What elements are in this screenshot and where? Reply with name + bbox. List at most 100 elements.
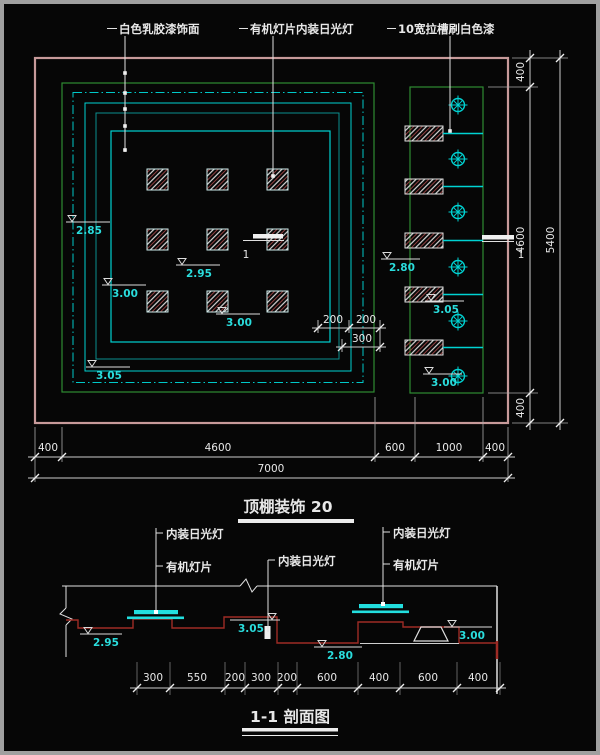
leader-dots bbox=[154, 602, 385, 614]
plan-elev-300-left: 3.00 bbox=[112, 288, 138, 300]
sdim-400a: 400 bbox=[369, 672, 389, 684]
sdim-200a: 200 bbox=[225, 672, 245, 684]
section-callout-fluorescent-right: 内装日光灯 bbox=[393, 526, 451, 540]
downlight-icon bbox=[448, 311, 468, 331]
vertical-lamp-icon bbox=[264, 626, 271, 639]
acrylic-panel-icon bbox=[127, 616, 184, 620]
elevation-marker bbox=[444, 620, 492, 628]
section-dims bbox=[130, 662, 506, 695]
dim-bottom-7000: 7000 bbox=[258, 463, 285, 475]
dim-right-4600: 4600 bbox=[515, 227, 527, 254]
plan-cove-rect-2 bbox=[95, 112, 340, 360]
sdim-550: 550 bbox=[187, 672, 207, 684]
bay-hatch-bars bbox=[404, 125, 444, 356]
elevation-marker bbox=[80, 627, 122, 635]
downlight-icon bbox=[448, 366, 468, 386]
sdim-300a: 300 bbox=[143, 672, 163, 684]
downlight-icon bbox=[448, 95, 468, 115]
sdim-400b: 400 bbox=[468, 672, 488, 684]
plan-title: 顶棚装饰 20 bbox=[244, 497, 333, 516]
plan-elev-285: 2.85 bbox=[76, 225, 102, 237]
right-light-bay bbox=[404, 86, 484, 394]
section-callout-acrylic-right: 有机灯片 bbox=[393, 558, 439, 572]
plan-elev-305-left: 3.05 bbox=[96, 370, 122, 382]
plan-callout-leaders bbox=[107, 28, 452, 178]
callout-acrylic-fluorescent: 有机灯片内装日光灯 bbox=[250, 22, 354, 36]
callout-groove-white-paint: 10宽拉槽刷白色漆 bbox=[398, 22, 495, 36]
light-panel-icon bbox=[206, 228, 229, 251]
bay-lamp-lines bbox=[443, 132, 483, 349]
sdim-300b: 300 bbox=[251, 672, 271, 684]
ceiling-profile bbox=[66, 616, 497, 644]
elevation-marker bbox=[425, 294, 464, 302]
plan-elev-300-mid: 3.00 bbox=[226, 317, 252, 329]
elevation-marker bbox=[216, 307, 260, 315]
plan-centerline-rect bbox=[72, 92, 364, 383]
elevation-marker bbox=[381, 252, 420, 260]
dim-ticks bbox=[525, 53, 565, 428]
light-panel-grid bbox=[146, 168, 289, 313]
dim-200-b: 200 bbox=[356, 314, 376, 326]
dim-bottom-4600: 4600 bbox=[205, 442, 232, 454]
sdim-200b: 200 bbox=[277, 672, 297, 684]
elevation-marker bbox=[102, 278, 146, 286]
plan-elev-280: 2.80 bbox=[389, 262, 415, 274]
section-view: 内装日光灯 有机灯片 内装日光灯 内装日光灯 有机灯片 2.95 3.05 2.… bbox=[59, 526, 506, 736]
elevation-marker bbox=[66, 215, 110, 223]
downlight-icons bbox=[448, 95, 468, 386]
plan-elev-295: 2.95 bbox=[186, 268, 212, 280]
dim-bottom-400a: 400 bbox=[38, 442, 58, 454]
cut-mark-bar bbox=[253, 234, 283, 239]
plan-elev-305-right: 3.05 bbox=[433, 304, 459, 316]
section-title-underline-thick bbox=[242, 728, 338, 732]
light-panel-icon bbox=[206, 168, 229, 191]
section-elevation-markers bbox=[80, 613, 492, 648]
light-panel-icon bbox=[266, 290, 289, 313]
dim-ticks bbox=[132, 683, 505, 693]
light-panel-icon bbox=[146, 290, 169, 313]
plan-inner-dims bbox=[312, 320, 386, 352]
leader-dots bbox=[123, 71, 452, 178]
dim-200-a: 200 bbox=[323, 314, 343, 326]
acrylic-panel-icon bbox=[352, 610, 409, 614]
elevation-marker bbox=[176, 258, 220, 266]
section-title: 1-1 剖面图 bbox=[250, 707, 330, 726]
plan-elev-300-right: 3.00 bbox=[431, 377, 457, 389]
plan-title-underline bbox=[238, 519, 354, 523]
section-structure-lines bbox=[59, 578, 498, 694]
elevation-marker bbox=[230, 613, 280, 621]
cut-label-1: 1 bbox=[243, 249, 250, 261]
cut-label-1: 1 bbox=[518, 249, 525, 261]
dim-ticks bbox=[313, 323, 385, 352]
elevation-marker bbox=[314, 640, 362, 648]
light-panel-icon bbox=[146, 168, 169, 191]
plan-bottom-dims bbox=[28, 397, 515, 483]
dim-ticks bbox=[30, 452, 513, 483]
dim-bottom-1000: 1000 bbox=[436, 442, 463, 454]
ceiling-plan-view: 白色乳胶漆饰面 有机灯片内装日光灯 10宽拉槽刷白色漆 1 1 2.85 3.0… bbox=[28, 22, 568, 523]
dim-bottom-600: 600 bbox=[385, 442, 405, 454]
plan-inner-panel bbox=[110, 130, 331, 343]
section-callout-fluorescent-left: 内装日光灯 bbox=[166, 527, 224, 541]
light-panel-icon bbox=[266, 228, 289, 251]
plan-outer-wall bbox=[33, 56, 510, 425]
light-panel-icon bbox=[266, 168, 289, 191]
sdim-600a: 600 bbox=[317, 672, 337, 684]
dim-bottom-400b: 400 bbox=[485, 442, 505, 454]
section-elev-295: 2.95 bbox=[93, 637, 119, 649]
downlight-icon bbox=[448, 257, 468, 277]
plan-green-rect bbox=[61, 82, 375, 393]
light-panel-icon bbox=[206, 290, 229, 313]
section-callout-acrylic-left: 有机灯片 bbox=[166, 560, 212, 574]
section-elev-300: 3.00 bbox=[459, 630, 485, 642]
plan-right-dims bbox=[488, 50, 568, 430]
dim-right-400bot: 400 bbox=[515, 398, 527, 418]
section-cut-marks: 1 1 bbox=[243, 234, 525, 261]
downlight-icon bbox=[448, 149, 468, 169]
fluorescent-lamp-icon bbox=[359, 604, 403, 609]
downlight-icon bbox=[448, 202, 468, 222]
elevation-marker bbox=[86, 360, 130, 368]
